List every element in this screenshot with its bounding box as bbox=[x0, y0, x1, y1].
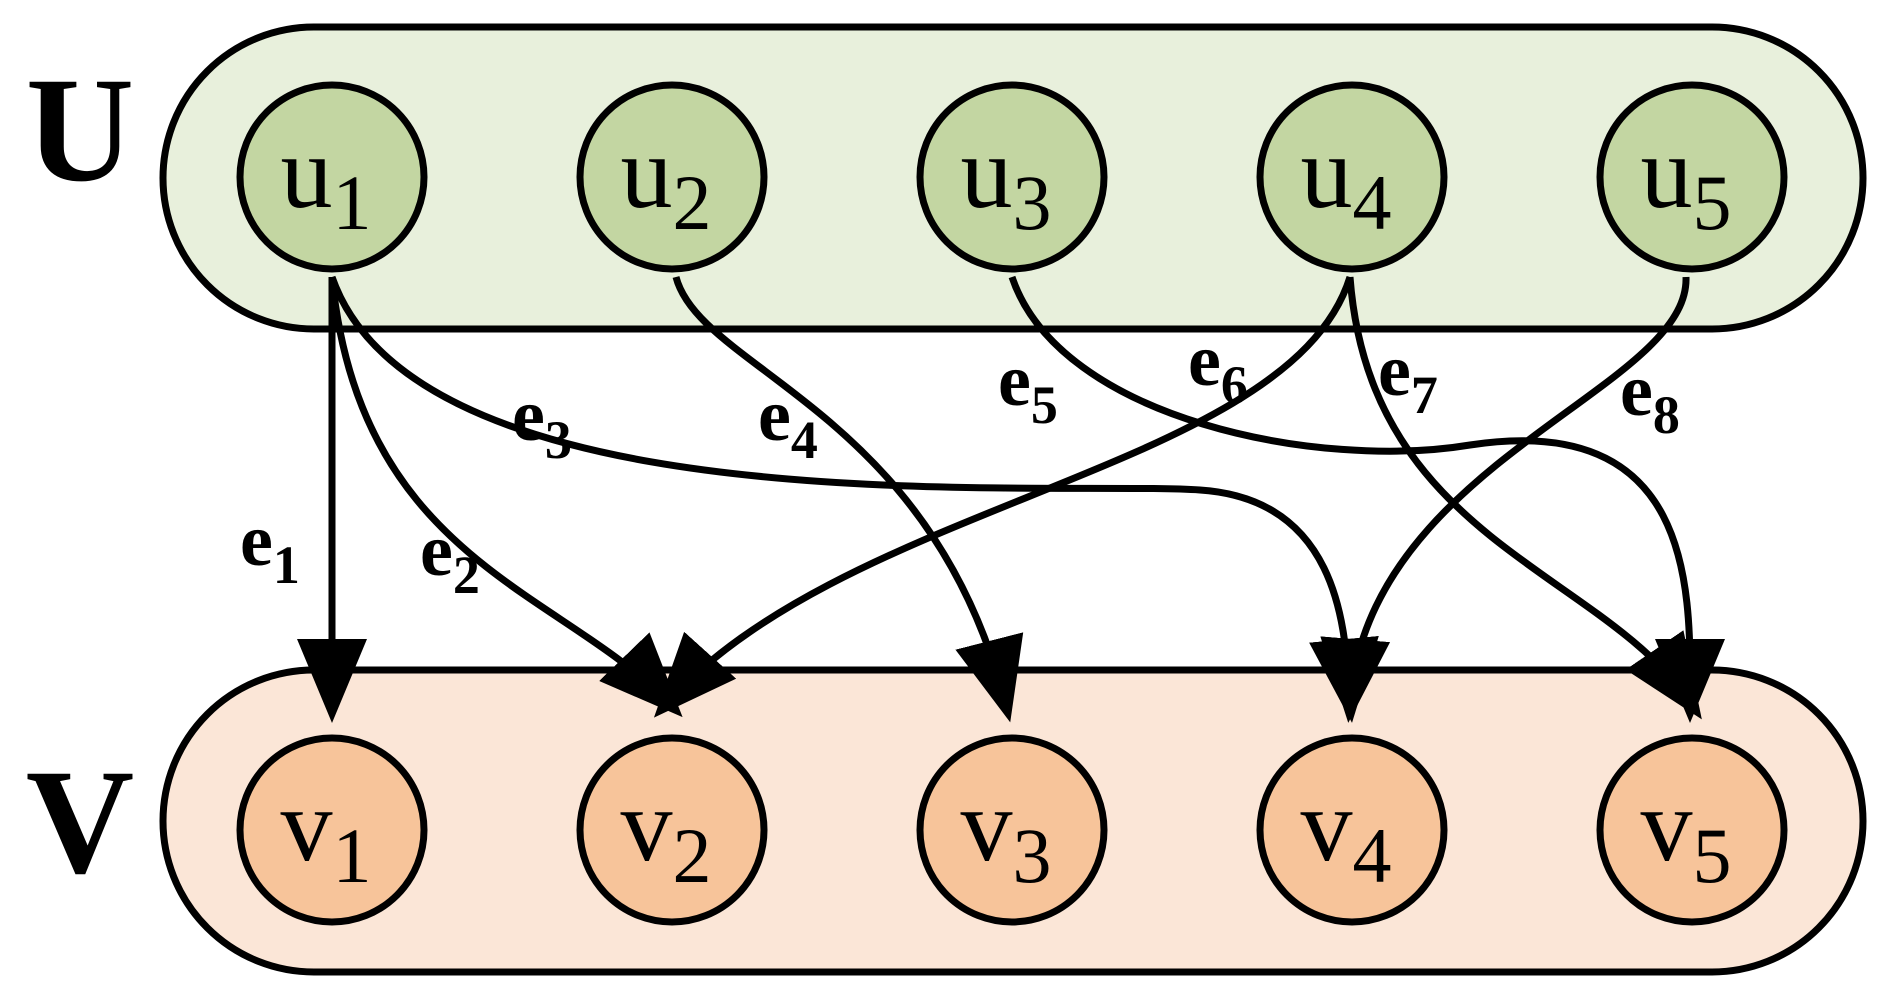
node-label: u5 bbox=[1641, 115, 1732, 246]
edge-e5 bbox=[1008, 275, 1726, 723]
node-v5: v5 bbox=[1596, 734, 1788, 926]
edge-label-e3: e3 bbox=[512, 375, 572, 470]
node-circle bbox=[236, 734, 428, 926]
node-label: v3 bbox=[961, 768, 1052, 899]
node-v3: v3 bbox=[916, 734, 1108, 926]
node-circle bbox=[1256, 81, 1448, 273]
set-v-label: V bbox=[26, 739, 134, 905]
node-circle bbox=[576, 81, 768, 273]
node-label: v2 bbox=[621, 768, 712, 899]
node-u1: u1 bbox=[236, 81, 428, 273]
node-v2: v2 bbox=[576, 734, 768, 926]
node-label: v1 bbox=[281, 768, 372, 899]
node-v4: v4 bbox=[1256, 734, 1448, 926]
node-circle bbox=[916, 734, 1108, 926]
node-circle bbox=[576, 734, 768, 926]
edge-e2 bbox=[328, 276, 683, 718]
edge-e8 bbox=[1320, 276, 1690, 723]
node-circle bbox=[1596, 734, 1788, 926]
set-v-nodes: v1 v2 v3 v4 v5 bbox=[236, 734, 1788, 926]
edge-e3 bbox=[328, 275, 1379, 723]
node-circle bbox=[1256, 734, 1448, 926]
set-u-nodes: u1 u2 u3 u4 u5 bbox=[236, 81, 1788, 273]
edge-e6 bbox=[653, 275, 1354, 718]
node-u5: u5 bbox=[1596, 81, 1788, 273]
node-circle bbox=[1596, 81, 1788, 273]
edge-label-e5: e5 bbox=[998, 340, 1058, 435]
edge-label-e7: e7 bbox=[1378, 330, 1438, 425]
node-u3: u3 bbox=[916, 81, 1108, 273]
edge-label-e6: e6 bbox=[1188, 320, 1248, 415]
edges-group bbox=[297, 275, 1726, 723]
set-u-label: U bbox=[26, 47, 134, 213]
node-label: v5 bbox=[1641, 768, 1732, 899]
edge-label-e8: e8 bbox=[1620, 350, 1680, 445]
node-label: u3 bbox=[961, 115, 1052, 246]
node-u4: u4 bbox=[1256, 81, 1448, 273]
edge-label-e4: e4 bbox=[758, 375, 818, 470]
node-label: u1 bbox=[281, 115, 372, 246]
edge-labels: e1 e2 e3 e4 e5 e6 e7 e8 bbox=[240, 320, 1680, 605]
edge-label-e2: e2 bbox=[420, 510, 480, 605]
node-u2: u2 bbox=[576, 81, 768, 273]
node-label: v4 bbox=[1301, 768, 1392, 899]
edge-e4 bbox=[672, 276, 1024, 723]
edge-label-e1: e1 bbox=[240, 500, 300, 595]
node-label: u2 bbox=[621, 115, 712, 246]
node-label: u4 bbox=[1301, 115, 1392, 246]
edge-e7 bbox=[1346, 276, 1702, 720]
node-v1: v1 bbox=[236, 734, 428, 926]
node-circle bbox=[236, 81, 428, 273]
node-circle bbox=[916, 81, 1108, 273]
